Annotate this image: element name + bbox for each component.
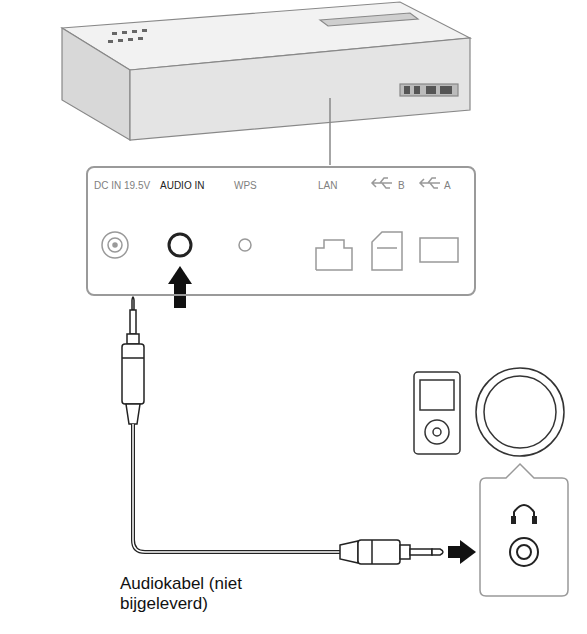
audio-cable	[133, 424, 340, 552]
insert-arrow	[448, 540, 476, 564]
port-label: B	[398, 180, 405, 191]
port-panel: DC IN 19.5V AUDIO IN WPS LAN B A	[86, 166, 476, 296]
speaker-illustration	[62, 2, 470, 140]
jack-callout	[480, 464, 568, 596]
round-device	[476, 368, 564, 456]
port-label: AUDIO IN	[160, 180, 204, 191]
zoom-leader	[329, 98, 331, 165]
port-symbols	[102, 178, 458, 270]
audio-plug	[340, 540, 443, 564]
insert-arrow	[168, 266, 192, 308]
audio-cable-core	[133, 424, 340, 552]
port-label: WPS	[234, 180, 257, 191]
port-label: LAN	[318, 180, 337, 191]
port-label: A	[444, 180, 451, 191]
cable-caption: Audiokabel (niet bijgeleverd)	[120, 574, 290, 615]
player-device	[414, 372, 460, 454]
audio-plug	[122, 297, 144, 424]
port-label: DC IN 19.5V	[94, 180, 150, 191]
